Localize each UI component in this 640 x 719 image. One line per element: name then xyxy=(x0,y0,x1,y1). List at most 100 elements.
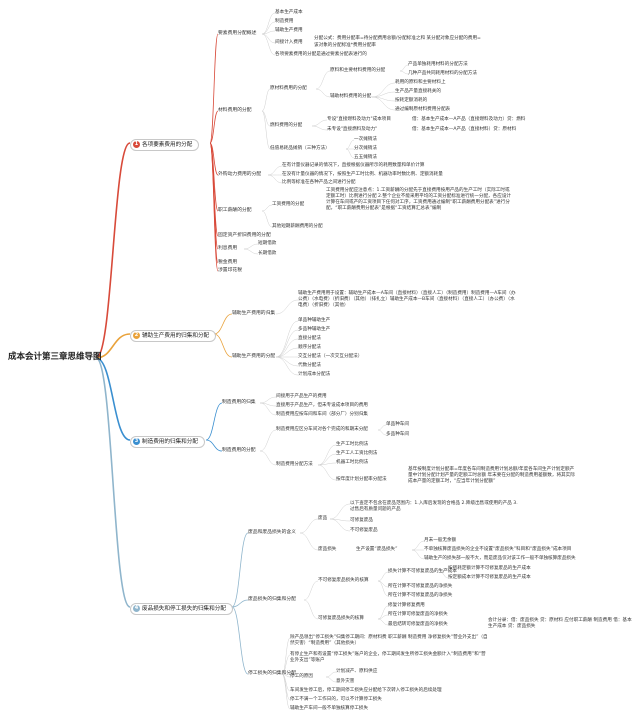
connector-line xyxy=(261,110,271,150)
b4-stop-text: 有停止生产和有设置“停工损失”账户的企业，停工期间发生所停工损失金额计入“制造费… xyxy=(290,652,486,663)
connector-line xyxy=(325,671,337,678)
b3-collect-item: 直接用于产品生产，但未专设成本项目的费用 xyxy=(276,403,368,408)
b1-interest-item: 长期借款 xyxy=(258,251,277,256)
connector-line xyxy=(281,673,291,701)
b4-fixable: 可修复废品损失的核算 xyxy=(318,616,364,621)
b4-scrap-loss-item: 辅助生产的损失部一般不大，而是废品仅对该工作一般不单独核算废品损失 xyxy=(424,556,576,561)
connector-line xyxy=(275,329,299,358)
b1-salary-text: 工资费用分配应注意点：1.工资薪酬的分配先于直接费用按用产品的生产工时（实际工时… xyxy=(326,188,512,211)
connector-line xyxy=(439,571,449,579)
b1-fuel-b: 未专设"直接燃料及动力" xyxy=(327,127,378,132)
connector-line xyxy=(317,453,337,466)
connector-line xyxy=(267,165,283,176)
b3-alloc-lead-item: 多品种车间 xyxy=(386,432,409,437)
b1-aux-item: 生产品产量直接耗关的 xyxy=(395,89,441,94)
connector-line xyxy=(329,518,351,532)
b1-salary[interactable]: 职工薪酬的分配 xyxy=(218,208,252,213)
root-title[interactable]: 成本会计第三章思维导图 xyxy=(8,352,102,362)
b1-low-item: 五五摊销法 xyxy=(354,155,377,160)
b1-raw-ratio-item: 几种产品共同耗用材料的分配方法 xyxy=(408,71,477,76)
connector-line xyxy=(303,580,319,601)
b2-alloc-item: 计划成本分配法 xyxy=(298,372,331,377)
connector-line xyxy=(399,64,409,72)
connector-line xyxy=(275,347,299,358)
connector-line xyxy=(213,333,233,358)
b1-aux-item: 通过编制原材料费用分配表 xyxy=(395,107,451,112)
b1-aux: 辅助材料费用的分配 xyxy=(330,94,372,99)
b1-raw-ratio: 原料和主要材料费用的分配 xyxy=(330,68,386,73)
branch-2-badge: 2 xyxy=(133,332,140,339)
connector-line xyxy=(411,540,425,551)
connector-line xyxy=(259,402,277,416)
b1-power-item: 在没有计量仪器的情况下，按照生产工时比例、机器功率时数比例、定额消耗量 xyxy=(282,172,443,177)
b3-methods: 制造费用分配方法 xyxy=(276,462,313,467)
connector-line xyxy=(275,320,299,358)
b4-scrap[interactable]: 废品和废品损失的含义 xyxy=(248,530,296,535)
b4-scrap-def-item: 可修复废品 xyxy=(350,518,373,523)
connector-line xyxy=(377,580,389,597)
connector-line xyxy=(95,357,131,441)
connector-line xyxy=(95,333,131,359)
b3-alloc-lead: 制造费用应区分车间对各个完成的和期末分配 xyxy=(276,427,368,432)
connector-line xyxy=(205,439,223,452)
connector-line xyxy=(377,618,389,626)
b3-collect-item: 间接用于产品生产的费用 xyxy=(276,394,327,399)
b2-alloc[interactable]: 辅助生产费用的分配 xyxy=(232,354,276,359)
connector-line xyxy=(345,139,355,150)
connector-line xyxy=(95,142,131,359)
connector-line xyxy=(281,673,291,710)
connector-line xyxy=(261,210,273,228)
connector-line xyxy=(329,503,351,520)
connector-line xyxy=(95,357,131,608)
b3-alloc-lead-item: 单品种车间 xyxy=(386,422,409,427)
connector-line xyxy=(243,248,259,255)
b3-annual: 按年度计划分配率分配法 xyxy=(336,477,387,482)
connector-line xyxy=(281,673,291,678)
b2-alloc-item: 交互分配法（一次交互分配法） xyxy=(298,354,363,359)
connector-line xyxy=(267,174,283,184)
b2-collect[interactable]: 辅助生产费用的归集 xyxy=(232,311,276,316)
b1-other-exp[interactable]: 涉置印花税 xyxy=(218,268,242,273)
b1-fuel: 燃料费用的分配 xyxy=(270,123,303,128)
connector-line xyxy=(261,12,276,35)
b1-raw-ratio-item: 产品单独耗用材料的分配方法 xyxy=(408,62,468,67)
b1-power-item: 在有计量仪器记录的情况下，直接根据仪器所示的耗用数量和单价计算 xyxy=(282,163,425,168)
b1-general[interactable]: 要素费用分配概述 xyxy=(218,31,257,36)
connector-line xyxy=(281,654,291,675)
connector-line xyxy=(261,33,276,44)
b4-scrap-loss-item: 月末一般无余额 xyxy=(424,538,457,543)
b1-power[interactable]: 外购动力费用的分配 xyxy=(218,172,262,177)
connector-line xyxy=(299,532,319,551)
b1-material[interactable]: 材料费用的分配 xyxy=(218,108,252,113)
connector-line xyxy=(311,119,328,127)
b1-interest[interactable]: 利息费用 xyxy=(218,246,238,251)
connector-line xyxy=(345,148,355,159)
b1-formula-line2: 该对象的分配标准*费用分配率 xyxy=(314,43,377,48)
b4-stop-reason-item: 计划减产、原料供应 xyxy=(336,669,378,674)
b4-scrap-acct[interactable]: 废品损失的归集和分配 xyxy=(248,597,296,602)
b4-nonfix-item: 按所耗定额计算不可修复废品的生产成本 xyxy=(448,566,531,571)
b4-stop-more: 辅助生产车间一般不单独核算停工损失 xyxy=(290,706,369,711)
connector-line xyxy=(325,676,337,683)
b1-salary-sub: 工资费用的分配 xyxy=(272,202,305,207)
b1-power-item: 比例等标准在各种产品之间进行分配 xyxy=(282,180,356,185)
connector-line xyxy=(299,518,319,534)
connector-line xyxy=(213,313,233,335)
connector-line xyxy=(243,243,259,250)
b4-stop[interactable]: 停工损失的归集和分配 xyxy=(248,671,296,676)
connector-line xyxy=(399,70,409,75)
b1-aux-item: 耗用的原料和主要材料上 xyxy=(395,80,446,85)
b3-alloc[interactable]: 制造费用的分配 xyxy=(222,448,256,453)
connector-line xyxy=(411,549,425,560)
b1-depr[interactable]: 固定资产折旧费用的分配 xyxy=(218,233,271,238)
connector-line xyxy=(377,424,387,431)
b1-tax[interactable]: 税金费用 xyxy=(218,260,238,265)
connector-line xyxy=(209,110,219,144)
connector-line xyxy=(275,356,299,367)
b3-collect[interactable]: 制造费用的归集 xyxy=(222,400,256,405)
